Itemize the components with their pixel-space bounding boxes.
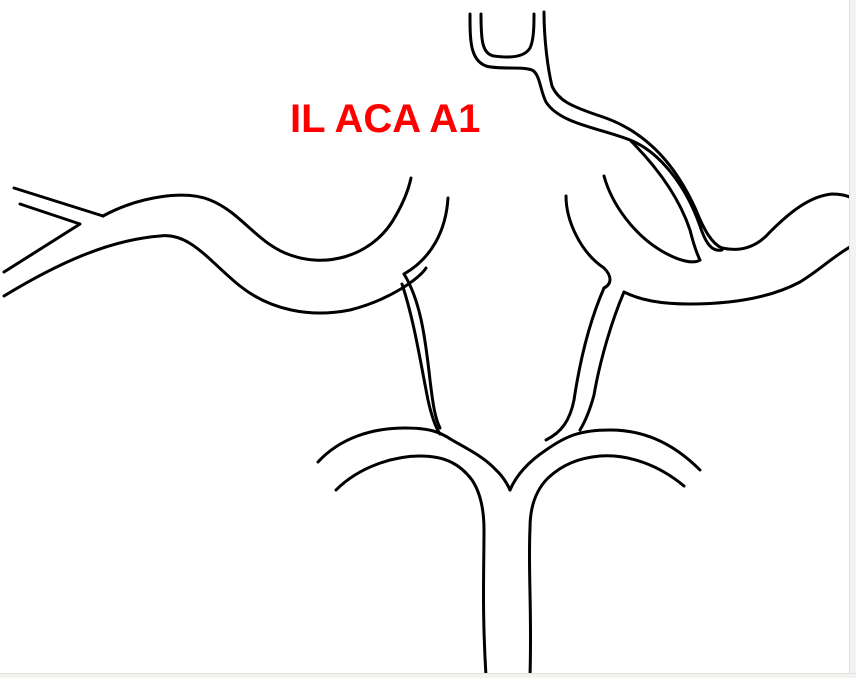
window-frame-bottom (0, 673, 856, 678)
right-pcom (546, 288, 624, 440)
right-ica (470, 12, 722, 260)
right-aca-a1 (566, 176, 700, 288)
left-mca-lower-branch (4, 236, 426, 313)
right-mca-lower (624, 246, 852, 304)
basilar-artery (484, 528, 531, 676)
left-mca-upper-contour (103, 178, 411, 260)
right-pca (510, 430, 700, 528)
left-pcom-pca (318, 284, 510, 530)
right-aca-a1-outer (566, 196, 610, 288)
right-pca-lower (530, 456, 684, 528)
window-frame-right (849, 0, 856, 678)
right-ica-loop (481, 14, 534, 57)
right-pcom-inner (580, 292, 624, 430)
right-pca-upper (510, 430, 700, 490)
right-mca-upper (722, 194, 852, 249)
right-pcom-outer (546, 288, 604, 440)
basilar-right-wall (529, 528, 530, 676)
left-aca-a1-inner (404, 274, 440, 428)
left-mca-branches (4, 178, 426, 313)
basilar-left-wall (484, 530, 487, 676)
left-pca-lower (336, 456, 484, 530)
vessel-label-il-aca-a1: IL ACA A1 (290, 97, 480, 141)
left-aca-a1-outer (404, 198, 448, 274)
left-mca-upper-branch (14, 188, 103, 216)
